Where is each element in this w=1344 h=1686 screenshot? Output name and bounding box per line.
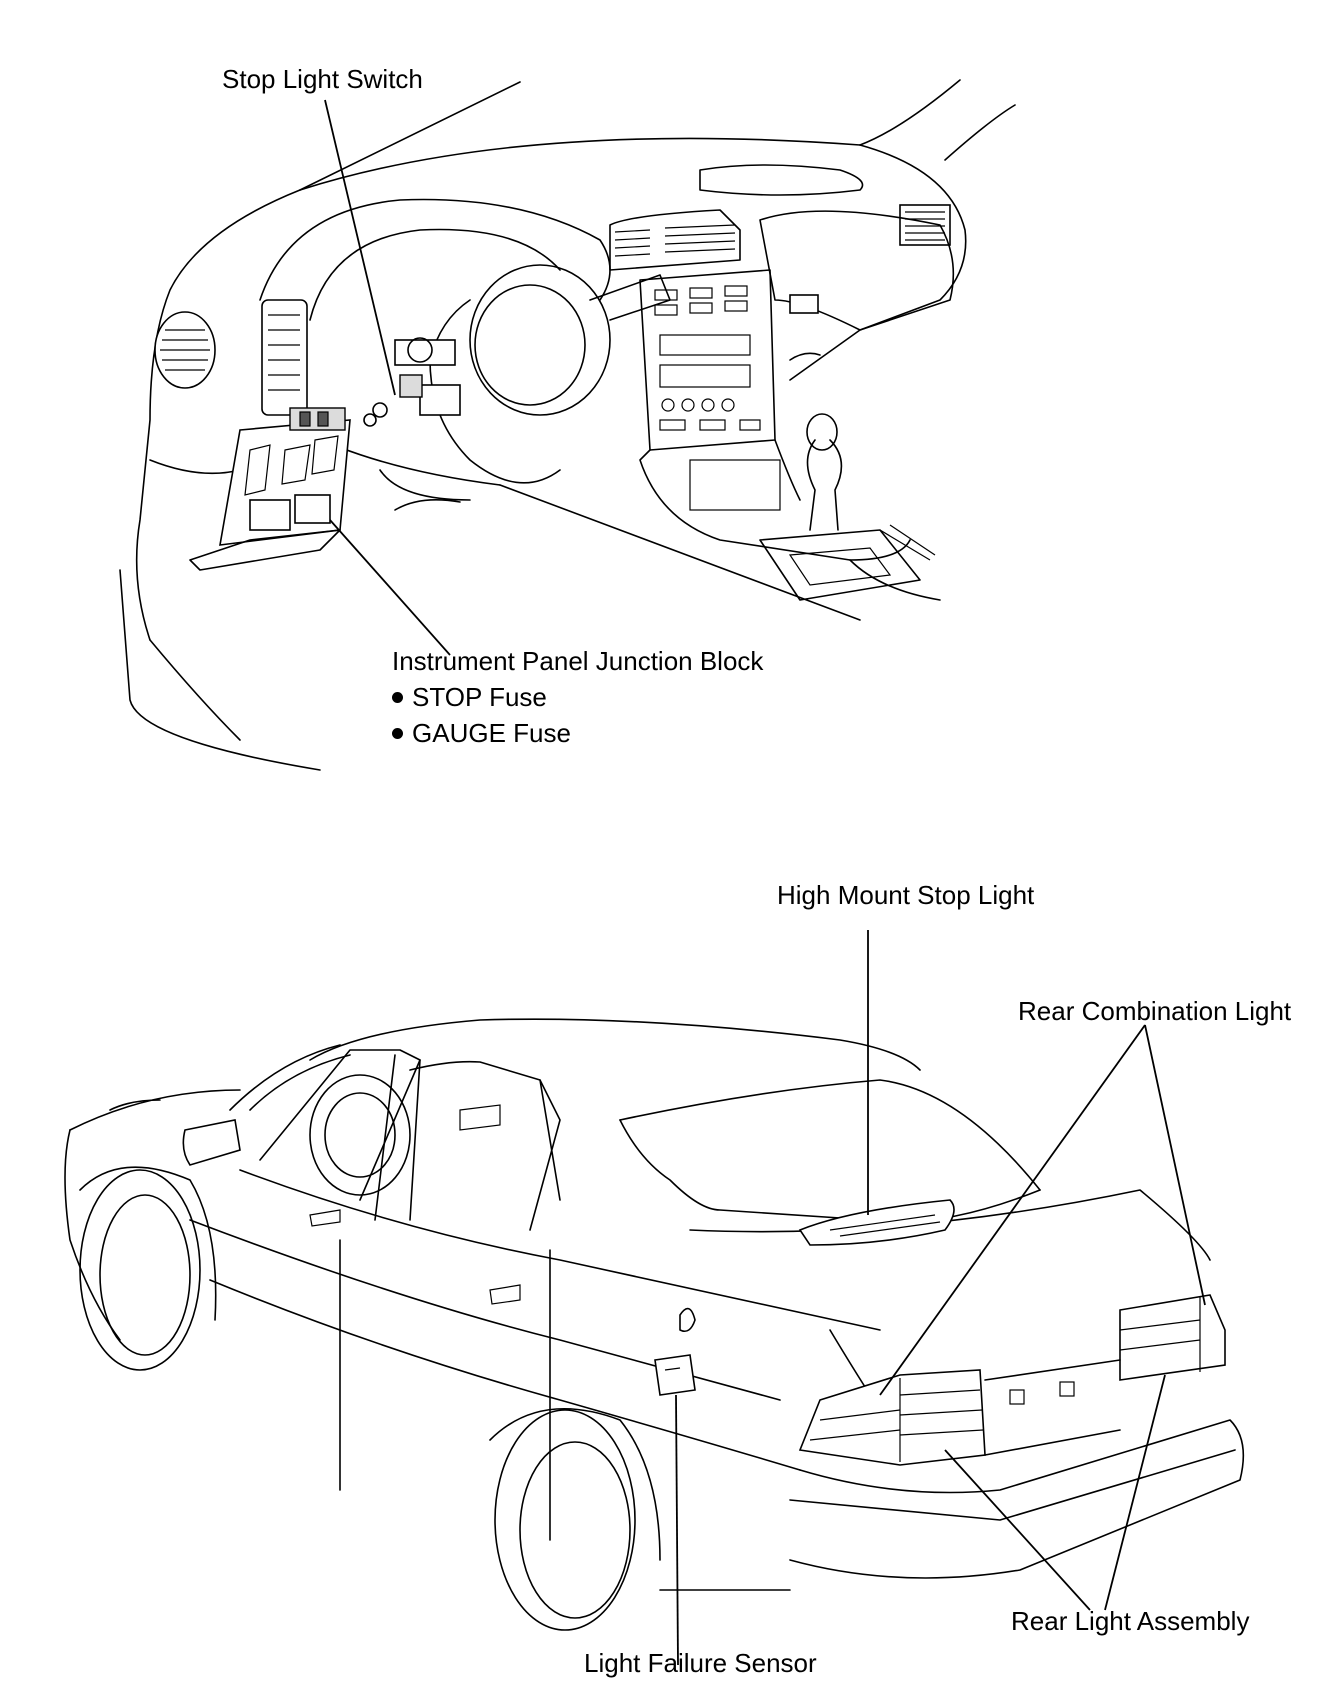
label-high-mount-stop-light: High Mount Stop Light <box>777 880 1035 910</box>
label-stop-fuse: STOP Fuse <box>392 682 547 712</box>
label-light-failure-sensor: Light Failure Sensor <box>584 1648 817 1678</box>
rear-combination-light-leader-right <box>1144 1024 1206 1306</box>
label-rear-light-assembly: Rear Light Assembly <box>1011 1606 1250 1636</box>
rear-combination-light-leader-left <box>879 1024 1146 1396</box>
junction-block-leader <box>329 519 451 656</box>
light-failure-sensor-leader <box>675 1394 679 1666</box>
label-gauge-fuse: GAUGE Fuse <box>392 718 571 748</box>
car-illustration <box>64 1018 1245 1631</box>
rear-light-assembly-leader-right <box>1104 1374 1166 1611</box>
label-stop-light-switch: Stop Light Switch <box>222 64 423 94</box>
label-instrument-panel-junction-block: Instrument Panel Junction Block <box>392 646 764 676</box>
rear-light-assembly-leader-left <box>944 1449 1091 1611</box>
dashboard-illustration <box>119 79 1016 771</box>
label-rear-combination-light: Rear Combination Light <box>1018 996 1292 1026</box>
stop-light-switch-leader <box>324 99 396 396</box>
